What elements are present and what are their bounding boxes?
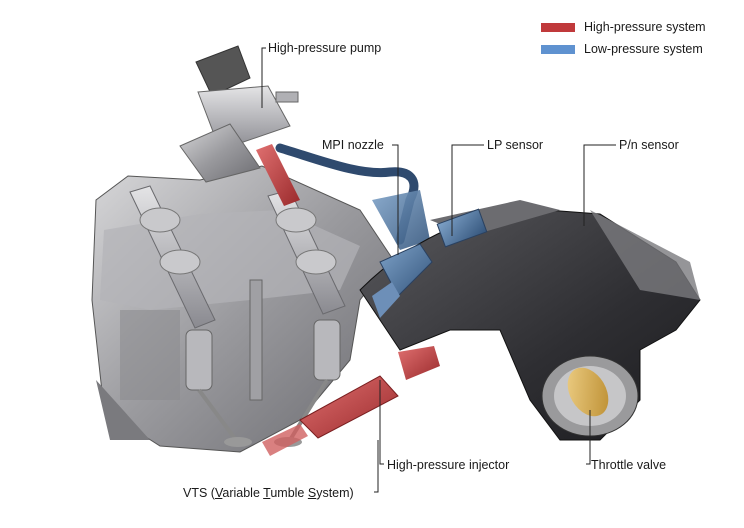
legend-label-high-pressure: High-pressure system — [584, 20, 706, 34]
vts-umble: umble — [270, 486, 308, 500]
label-high-pressure-injector: High-pressure injector — [387, 458, 510, 472]
high-pressure-injector-part — [262, 346, 440, 456]
vts-v: V — [214, 486, 223, 500]
label-high-pressure-pump: High-pressure pump — [268, 41, 382, 55]
leader-high-pressure-pump — [261, 47, 266, 108]
low-pressure-line — [275, 143, 430, 250]
leader-high-pressure-injector — [379, 380, 384, 465]
label-pn-sensor: P/n sensor — [619, 138, 679, 152]
legend-label-low-pressure: Low-pressure system — [584, 42, 703, 56]
legend-swatch-high-pressure — [541, 22, 575, 32]
vts-s: S — [307, 486, 317, 500]
intake-manifold — [359, 200, 701, 441]
vts-t: T — [263, 486, 271, 500]
label-vts: VTS (Variable Tumble System) — [183, 486, 354, 500]
camshafts — [129, 185, 346, 329]
leader-pn-sensor — [583, 144, 616, 226]
high-pressure-pump — [179, 45, 300, 206]
mpi-nozzle-part — [372, 208, 488, 318]
throttle-plate — [567, 367, 609, 417]
vts-prefix: VTS ( — [183, 486, 215, 500]
label-mpi-nozzle: MPI nozzle — [322, 138, 384, 152]
valve-springs — [185, 279, 341, 447]
label-throttle-valve: Throttle valve — [591, 458, 667, 472]
legend-low-pressure: Low-pressure system — [541, 42, 703, 56]
leader-throttle-valve — [586, 410, 591, 465]
leader-vts — [374, 440, 379, 493]
leader-mpi-nozzle — [392, 144, 399, 255]
leader-lp-sensor — [451, 144, 484, 236]
vts-ystem: ystem) — [316, 486, 354, 500]
legend-high-pressure: High-pressure system — [541, 20, 706, 34]
leader-lines — [261, 47, 616, 493]
vts-ariable: ariable — [222, 486, 264, 500]
label-lp-sensor: LP sensor — [487, 138, 544, 152]
legend-swatch-low-pressure — [541, 44, 575, 54]
